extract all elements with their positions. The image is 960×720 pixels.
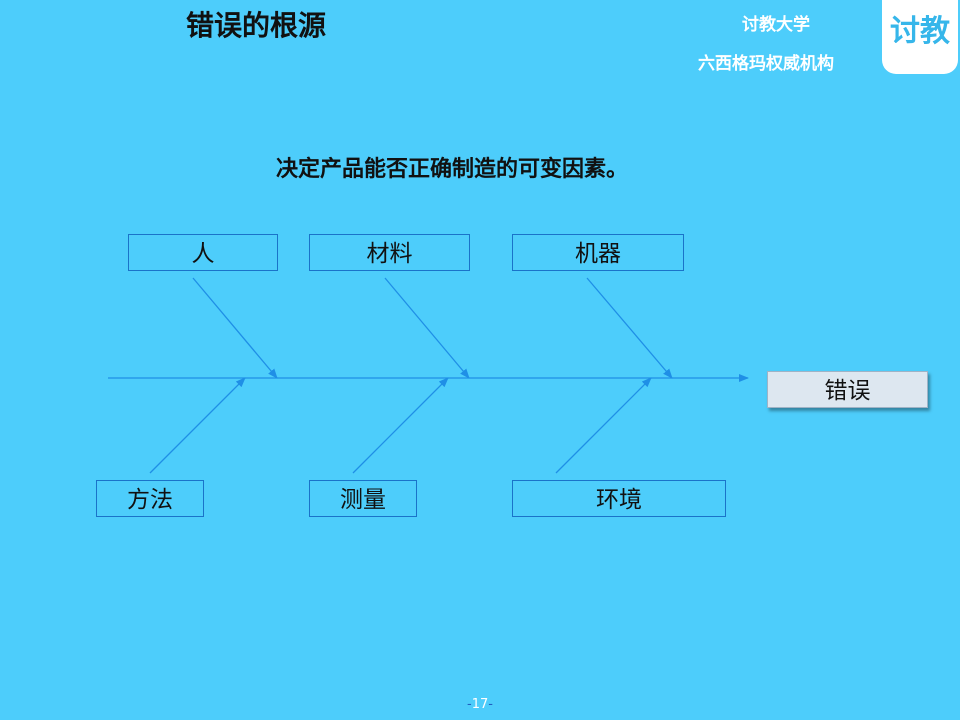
brand-name: 讨教大学: [742, 15, 810, 35]
cause-box-measurement: 测量: [309, 480, 417, 517]
bone-bottom-3: [555, 377, 652, 474]
cause-box-environment: 环境: [512, 480, 726, 517]
cause-box-machines: 机器: [512, 234, 684, 271]
page-number-value: 17: [471, 697, 489, 712]
cause-box-people: 人: [128, 234, 278, 271]
bone-bottom-2: [352, 377, 449, 474]
effect-label: 错误: [824, 378, 871, 404]
bone-bottom-1: [149, 377, 246, 474]
brand-logo: 讨教: [882, 0, 958, 74]
page-title: 错误的根源: [186, 9, 327, 42]
effect-box: 错误: [767, 371, 928, 408]
brand-slogan: 六西格玛权威机构: [698, 54, 834, 74]
cause-label: 材料: [366, 241, 413, 267]
cause-box-methods: 方法: [96, 480, 204, 517]
bone-top-2: [384, 277, 470, 379]
cause-label: 人: [191, 241, 215, 267]
logo-text: 讨教: [890, 14, 950, 49]
cause-box-materials: 材料: [309, 234, 470, 271]
cause-label: 测量: [340, 487, 386, 513]
cause-label: 机器: [575, 241, 621, 267]
bone-top-1: [192, 277, 278, 379]
cause-label: 环境: [596, 487, 642, 513]
page-number: -17-: [467, 697, 493, 712]
cause-label: 方法: [127, 487, 173, 513]
slide-subtitle: 决定产品能否正确制造的可变因素。: [276, 157, 629, 182]
bone-top-3: [586, 277, 673, 379]
